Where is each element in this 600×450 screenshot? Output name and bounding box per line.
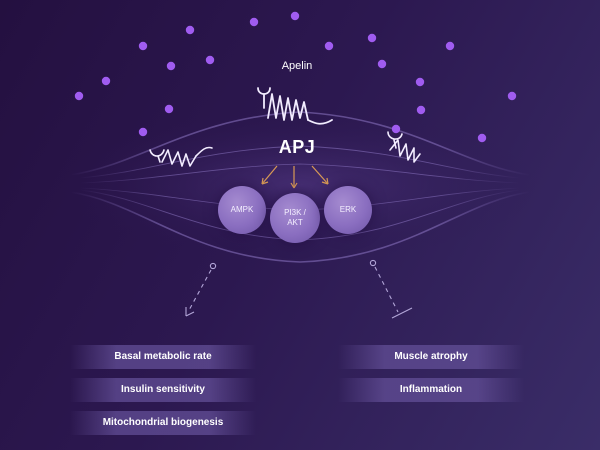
apelin-dot [377,59,387,69]
activation-arrow [185,262,217,317]
apelin-dot [290,11,300,21]
apelin-dot [164,104,174,114]
pi3k-akt-node: PI3K / AKT [270,193,320,243]
apelin-dot [101,76,111,86]
effect-muscle-atrophy: Muscle atrophy [338,345,524,369]
apelin-dot [166,61,176,71]
effect-inflammation: Inflammation [338,378,524,402]
apelin-dot [391,124,401,134]
apelin-dot [205,55,215,65]
muscle-fiber [60,110,540,263]
apelin-dot [415,77,425,87]
signal-arrows [261,165,329,189]
apelin-dot [445,41,455,51]
effect-mitochondrial-biogenesis: Mitochondrial biogenesis [70,411,256,435]
inhibition-arrow [369,259,413,319]
effect-insulin-sensitivity: Insulin sensitivity [70,378,256,402]
ampk-node: AMPK [218,186,266,234]
apj-receptor-left [149,146,213,167]
apelin-dot [324,41,334,51]
apj-receptor-top [257,87,333,125]
apelin-label: Apelin [281,60,313,72]
effect-basal-metabolic-rate: Basal metabolic rate [70,345,256,369]
apelin-dot [74,91,84,101]
apj-label: APJ [278,137,316,157]
apelin-dot [138,41,148,51]
apj-receptor-right [387,131,421,163]
apelin-dot [185,25,195,35]
apelin-dot [507,91,517,101]
apelin-dot [416,105,426,115]
apelin-dot [477,133,487,143]
erk-node: ERK [324,186,372,234]
apelin-dot [249,17,259,27]
apelin-dot [367,33,377,43]
apelin-dot [138,127,148,137]
apelin-molecules [74,11,517,143]
